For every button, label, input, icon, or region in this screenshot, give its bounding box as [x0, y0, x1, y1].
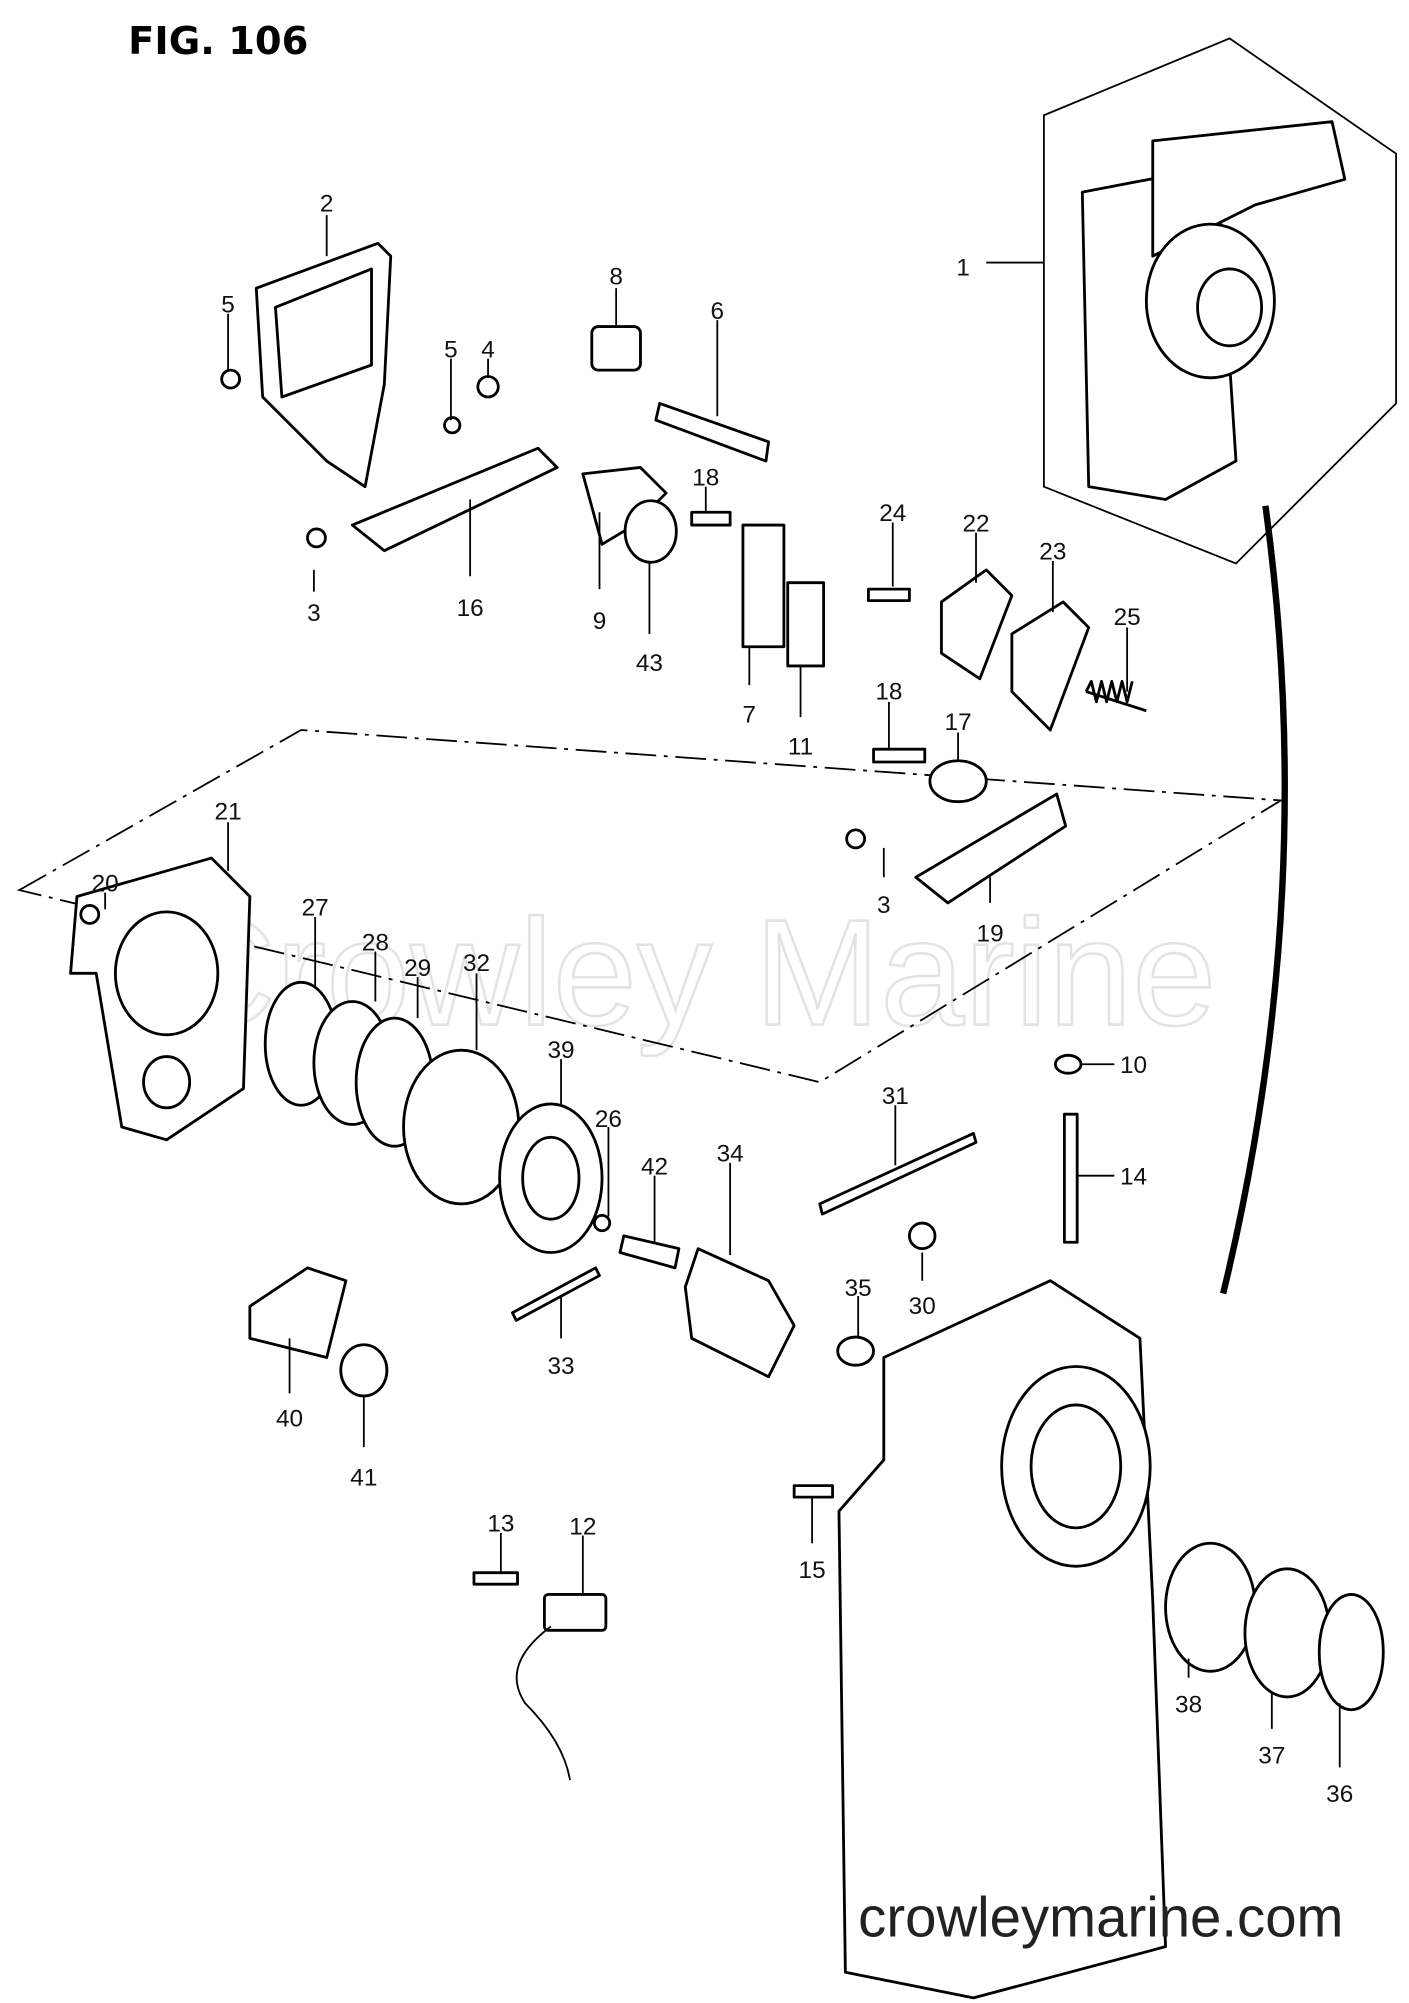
callout-label: 40 [276, 1406, 303, 1433]
part-31-strip[interactable] [818, 1132, 978, 1216]
part-15-screw[interactable] [792, 1484, 834, 1499]
part-11-plate[interactable] [786, 581, 826, 668]
callout-label: 24 [879, 500, 906, 527]
part-25-spring[interactable] [1084, 679, 1147, 713]
part-38-seal[interactable] [1164, 1541, 1257, 1673]
callout-label: 26 [595, 1106, 622, 1133]
assembly-outline-middle [16, 729, 1284, 1084]
callout-label: 16 [457, 595, 484, 622]
part-13-screw[interactable] [472, 1571, 519, 1586]
callout-label: 28 [362, 929, 389, 956]
part-24-screw[interactable] [867, 587, 911, 603]
part-12-wire [515, 1625, 571, 1781]
part-1-remote-control[interactable] [1080, 120, 1347, 501]
callout-label: 27 [302, 895, 329, 922]
part-18-bolt-2[interactable] [872, 747, 927, 764]
callout-label: 37 [1258, 1743, 1285, 1770]
callout-label: 39 [548, 1037, 575, 1064]
part-40-bracket[interactable] [248, 1266, 348, 1359]
callout-label: 20 [92, 870, 119, 897]
callout-label: 11 [788, 733, 813, 760]
part-21-cover[interactable] [69, 856, 252, 1142]
callout-label: 5 [221, 291, 235, 318]
callout-label: 30 [909, 1293, 936, 1320]
callout-label: 17 [945, 709, 972, 736]
callout-label: 22 [962, 510, 989, 537]
callout-label: 15 [799, 1557, 826, 1584]
callout-label: 4 [481, 336, 495, 363]
part-19-link[interactable] [914, 792, 1068, 905]
callout-label: 21 [215, 799, 242, 826]
callout-label: 41 [350, 1465, 377, 1492]
callout-label: 8 [609, 263, 623, 290]
callout-label: 34 [717, 1141, 744, 1168]
callout-label: 3 [307, 600, 321, 627]
callout-label: 23 [1039, 539, 1066, 566]
part-14-stud[interactable] [1062, 1112, 1079, 1244]
part-17-washer[interactable] [928, 759, 988, 804]
part-39-washer-hole [521, 1135, 581, 1221]
part-3-clip[interactable] [306, 527, 327, 549]
part-34-drum[interactable] [683, 1247, 796, 1379]
callout-label: 7 [743, 701, 757, 728]
part-26-screw[interactable] [592, 1213, 612, 1233]
callout-label: 19 [977, 920, 1004, 947]
part-42-pin[interactable] [618, 1234, 681, 1270]
callout-label: 10 [1120, 1052, 1147, 1079]
callout-label: 29 [404, 955, 431, 982]
figure-title: FIG. 106 [128, 19, 308, 64]
callout-label: 18 [692, 464, 719, 491]
part-4-washer[interactable] [476, 375, 500, 399]
part-3-clip-2[interactable] [845, 828, 866, 850]
part-36-snap-ring[interactable] [1317, 1593, 1385, 1712]
part-30-cap[interactable] [908, 1221, 937, 1251]
callout-label: 31 [882, 1083, 909, 1110]
callout-label: 33 [548, 1353, 575, 1380]
part-18-bolt[interactable] [690, 510, 732, 527]
main-housing[interactable] [837, 1279, 1167, 2000]
part-20-screw[interactable] [79, 904, 101, 925]
part-6-shaft[interactable] [654, 402, 770, 463]
part-33-pin[interactable] [510, 1266, 601, 1322]
callout-label: 2 [320, 190, 334, 217]
part-35-bushing[interactable] [836, 1335, 875, 1367]
callout-label: 25 [1114, 604, 1141, 631]
part-8-switch[interactable] [590, 325, 642, 372]
part-12-connector[interactable] [543, 1593, 608, 1632]
part-16-lever[interactable] [350, 446, 559, 553]
callout-label: 12 [569, 1513, 596, 1540]
callout-label: 38 [1175, 1691, 1202, 1718]
callout-labels: 1 2 5 5 4 8 6 18 24 22 23 25 3 16 9 43 7… [92, 190, 1354, 1808]
part-5-clip-2[interactable] [443, 416, 462, 435]
callout-label: 1 [956, 254, 970, 281]
site-url: crowleymarine.com [858, 1885, 1343, 1948]
assembly-outline-top [1042, 37, 1397, 565]
callout-label: 13 [487, 1511, 514, 1538]
assembly-arrow [1220, 505, 1288, 1295]
part-43-bushing[interactable] [623, 499, 678, 564]
part-22-plate[interactable] [940, 568, 1014, 681]
part-5-clip[interactable] [220, 368, 242, 390]
callout-label: 3 [877, 892, 891, 919]
part-41-collar[interactable] [339, 1343, 389, 1398]
callout-label: 14 [1120, 1164, 1147, 1191]
callout-label: 6 [711, 298, 725, 325]
callout-label: 18 [875, 678, 902, 705]
callout-label: 5 [444, 336, 458, 363]
callout-label: 42 [641, 1153, 668, 1180]
callout-label: 35 [845, 1275, 872, 1302]
part-7-plate[interactable] [741, 523, 786, 649]
part-37-ring[interactable] [1243, 1567, 1331, 1699]
callout-label: 9 [593, 608, 607, 635]
callout-label: 43 [636, 650, 663, 677]
part-2-cover[interactable] [254, 241, 393, 489]
callout-label: 36 [1326, 1781, 1353, 1808]
callout-label: 32 [463, 950, 490, 977]
leader-lines [104, 215, 1341, 1768]
part-10-nut[interactable] [1054, 1053, 1083, 1075]
part-23-plate[interactable] [1010, 600, 1091, 732]
